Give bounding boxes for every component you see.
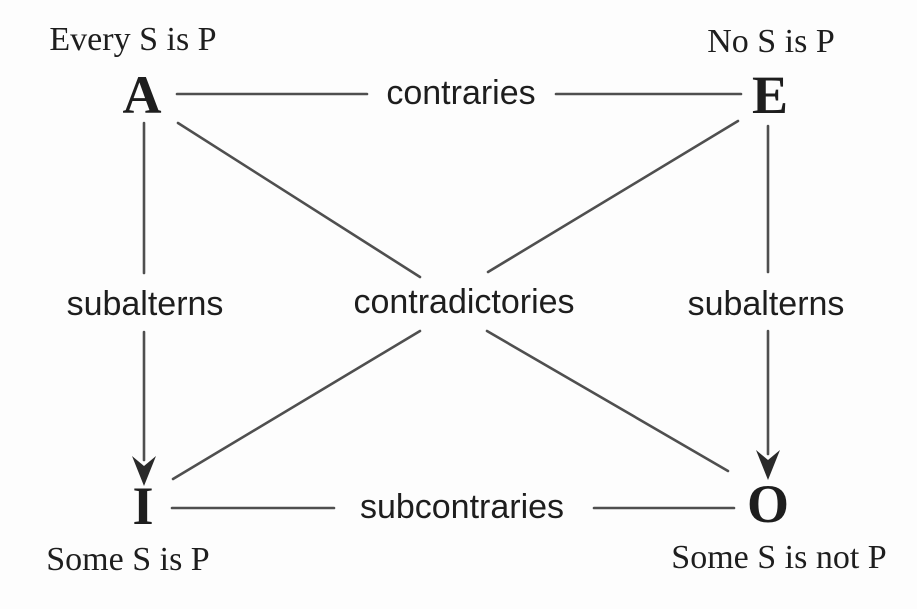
- relation-label-subalterns-right: subalterns: [687, 285, 845, 323]
- statement-e: No S is P: [707, 23, 835, 60]
- node-letter-i: I: [132, 476, 154, 536]
- relation-label-subcontraries: subcontraries: [359, 488, 565, 526]
- contradictories-line-a-o-upper: [176, 121, 422, 279]
- statement-a: Every S is P: [49, 21, 217, 58]
- down-arrow-icon: [756, 450, 780, 480]
- relation-label-contradictories: contradictories: [353, 283, 575, 321]
- contradictories-line-e-i-lower: [171, 329, 422, 481]
- statement-i: Some S is P: [46, 541, 210, 578]
- down-arrow-icon: [132, 456, 156, 486]
- relation-label-subalterns-left: subalterns: [66, 285, 224, 323]
- node-letter-e: E: [751, 65, 789, 125]
- statement-o: Some S is not P: [671, 539, 887, 576]
- contradictories-line-a-o-lower: [485, 329, 730, 473]
- relation-label-contraries: contraries: [386, 74, 536, 112]
- node-letter-o: O: [746, 474, 790, 534]
- node-letter-a: A: [122, 65, 162, 125]
- contradictories-line-e-i-upper: [486, 119, 740, 274]
